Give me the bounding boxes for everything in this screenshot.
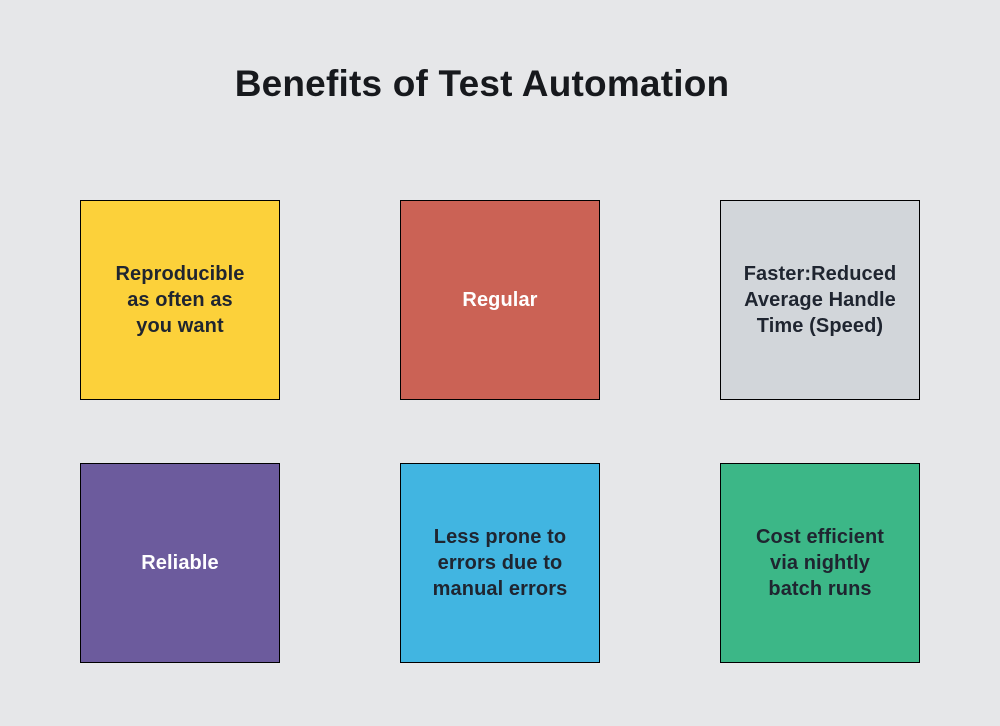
card-reliable: Reliable <box>80 463 280 663</box>
card-faster: Faster:Reduced Average Handle Time (Spee… <box>720 200 920 400</box>
card-reproducible-label: Reproducible as often as you want <box>115 263 245 337</box>
card-less-errors: Less prone to errors due to manual error… <box>400 463 600 663</box>
card-cost-efficient: Cost efficient via nightly batch runs <box>720 463 920 663</box>
card-reproducible: Reproducible as often as you want <box>80 200 280 400</box>
card-cost-efficient-label: Cost efficient via nightly batch runs <box>755 526 885 600</box>
card-regular-label: Regular <box>462 289 538 311</box>
card-faster-label: Faster:Reduced Average Handle Time (Spee… <box>743 263 897 337</box>
card-less-errors-label: Less prone to errors due to manual error… <box>432 526 568 600</box>
page-title: Benefits of Test Automation <box>234 63 730 104</box>
card-reliable-label: Reliable <box>141 552 219 574</box>
card-regular: Regular <box>400 200 600 400</box>
